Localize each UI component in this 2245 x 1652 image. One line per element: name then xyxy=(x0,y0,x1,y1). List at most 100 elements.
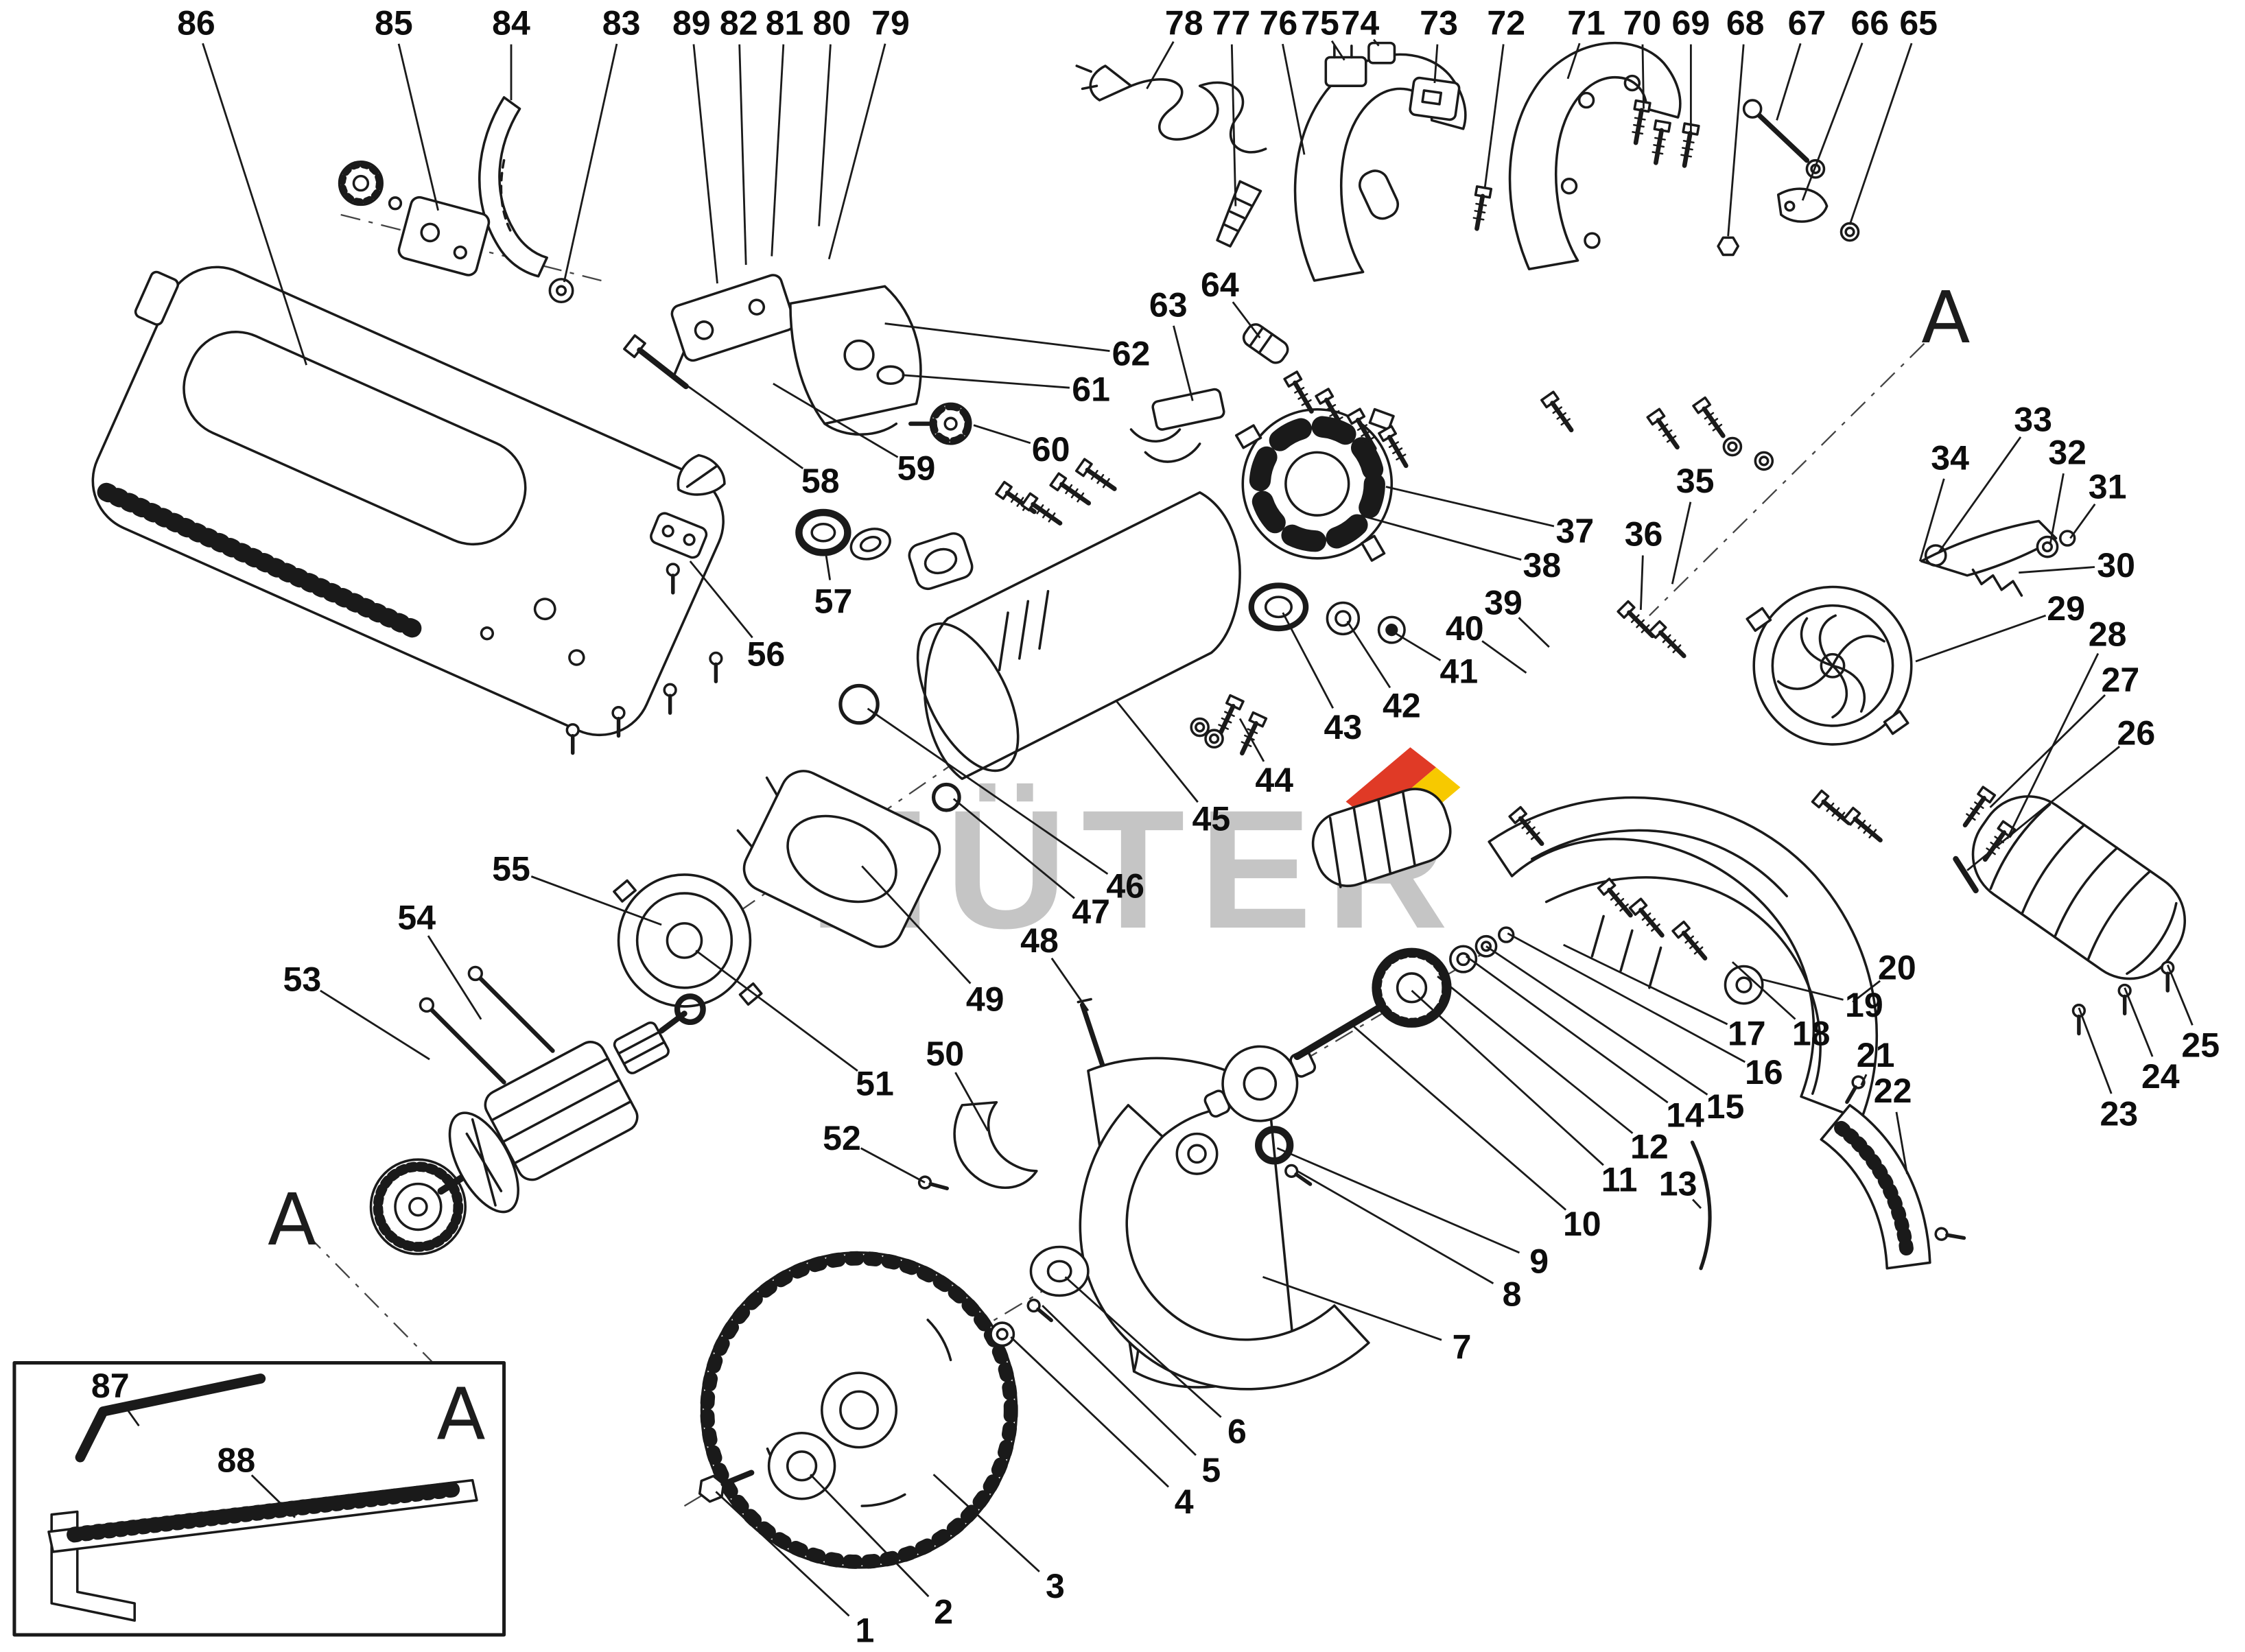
part-label-88: 88 xyxy=(218,1441,256,1479)
brush-cap-drawing xyxy=(908,532,974,591)
part-label-69: 69 xyxy=(1672,3,1711,42)
leader-line-28 xyxy=(2006,652,2100,840)
part-label-4: 4 xyxy=(1175,1483,1194,1521)
leader-line-64 xyxy=(1232,301,1261,339)
switch-block-drawing xyxy=(1409,76,1461,121)
leader-line-70 xyxy=(1641,44,1645,109)
part-label-55: 55 xyxy=(492,850,530,888)
blade-bolt-drawing xyxy=(698,1470,755,1503)
part-label-58: 58 xyxy=(801,462,840,500)
part-label-87: 87 xyxy=(91,1367,130,1405)
part-label-53: 53 xyxy=(283,960,322,998)
part-label-8: 8 xyxy=(1503,1275,1522,1313)
leader-line-68 xyxy=(1727,44,1745,237)
part-label-41: 41 xyxy=(1440,652,1479,691)
inner-flange-drawing xyxy=(1029,1245,1090,1297)
part-label-75: 75 xyxy=(1301,3,1339,42)
leader-line-3 xyxy=(932,1474,1040,1572)
spacer-wedge-drawing xyxy=(677,453,726,496)
section-letters-layer: AAA xyxy=(268,276,1970,1456)
armature-drawing xyxy=(369,993,706,1255)
leader-line-38 xyxy=(1360,514,1522,561)
part-label-24: 24 xyxy=(2141,1057,2180,1096)
rear-handle-right-drawing xyxy=(1508,41,1682,271)
part-label-72: 72 xyxy=(1487,3,1525,42)
part-label-7: 7 xyxy=(1453,1328,1472,1367)
part-label-27: 27 xyxy=(2102,661,2140,699)
leader-line-65 xyxy=(1848,43,1913,226)
leader-line-89 xyxy=(692,44,718,284)
part-label-39: 39 xyxy=(1484,583,1523,622)
leader-line-36 xyxy=(1639,555,1644,610)
wing-knob-drawing xyxy=(908,402,972,445)
part-label-56: 56 xyxy=(747,635,786,674)
leader-line-18 xyxy=(1731,961,1796,1020)
part-label-63: 63 xyxy=(1149,285,1188,324)
leader-line-85 xyxy=(397,43,439,211)
part-label-30: 30 xyxy=(2097,546,2135,585)
part-label-35: 35 xyxy=(1676,462,1715,500)
part-label-57: 57 xyxy=(814,582,853,620)
leader-line-19 xyxy=(1761,978,1844,1001)
part-label-74: 74 xyxy=(1341,3,1380,42)
part-label-82: 82 xyxy=(720,3,758,42)
spindle-screw-drawing xyxy=(1284,1163,1314,1189)
lock-knob-drawing xyxy=(548,278,574,304)
part-label-46: 46 xyxy=(1106,867,1144,906)
bearing-ring-drawing xyxy=(795,508,851,556)
part-label-22: 22 xyxy=(1874,1072,1912,1110)
part-label-79: 79 xyxy=(871,3,910,42)
stator-drawing xyxy=(736,770,941,948)
saw-blade-drawing xyxy=(700,1251,1018,1569)
leader-line-83 xyxy=(563,43,618,283)
section-marker-3: A xyxy=(436,1373,485,1456)
part-label-84: 84 xyxy=(492,3,530,42)
spindle-gear-drawing xyxy=(1203,926,1515,1122)
leader-line-76 xyxy=(1282,43,1306,155)
section-marker-1: A xyxy=(1921,276,1970,359)
part-label-38: 38 xyxy=(1523,546,1562,585)
leader-line-78 xyxy=(1146,40,1175,90)
part-label-80: 80 xyxy=(813,3,851,42)
part-label-71: 71 xyxy=(1567,3,1606,42)
leader-line-7 xyxy=(1262,1275,1442,1341)
depth-arc-drawing xyxy=(1820,1074,1965,1270)
leader-line-72 xyxy=(1483,44,1505,189)
part-label-50: 50 xyxy=(926,1035,964,1073)
leader-line-39 xyxy=(1518,617,1550,648)
spindle-bearing-drawing xyxy=(1255,1126,1294,1165)
bearing-bracket-drawing xyxy=(613,873,763,1008)
leader-line-41 xyxy=(1394,632,1442,661)
hex-key-drawing xyxy=(75,1373,266,1463)
leader-line-86 xyxy=(202,43,307,366)
handle-screws-drawing xyxy=(1470,100,1860,257)
lever-screw-drawing xyxy=(918,1175,949,1194)
flange-washer-drawing xyxy=(989,1321,1015,1347)
leader-line-12 xyxy=(1437,976,1634,1134)
flange-screw-drawing xyxy=(1026,1297,1055,1325)
leader-line-71 xyxy=(1566,43,1581,80)
guard-inner-shell-drawing xyxy=(1544,876,1822,1095)
guard-lever-drawing xyxy=(953,1100,1038,1189)
leader-line-55 xyxy=(530,875,662,926)
leader-line-37 xyxy=(1385,486,1555,528)
leader-line-2 xyxy=(810,1474,930,1598)
leader-line-50 xyxy=(954,1072,989,1132)
part-label-44: 44 xyxy=(1255,761,1293,799)
leader-line-10 xyxy=(1348,1021,1567,1211)
leader-line-42 xyxy=(1346,620,1391,689)
leader-line-6 xyxy=(1064,1276,1222,1418)
leader-line-9 xyxy=(1276,1147,1520,1254)
leader-line-73 xyxy=(1433,44,1439,84)
leader-line-23 xyxy=(2078,1007,2113,1094)
part-label-78: 78 xyxy=(1165,3,1203,42)
leader-line-87 xyxy=(121,1402,140,1427)
leader-line-88 xyxy=(250,1474,296,1518)
brush-screws-drawing xyxy=(419,965,555,1085)
part-label-65: 65 xyxy=(1899,3,1938,42)
leader-line-67 xyxy=(1776,43,1802,121)
capacitor-drawing xyxy=(1367,41,1396,64)
part-label-49: 49 xyxy=(966,980,1004,1018)
long-bolt-drawing xyxy=(1752,109,1810,163)
